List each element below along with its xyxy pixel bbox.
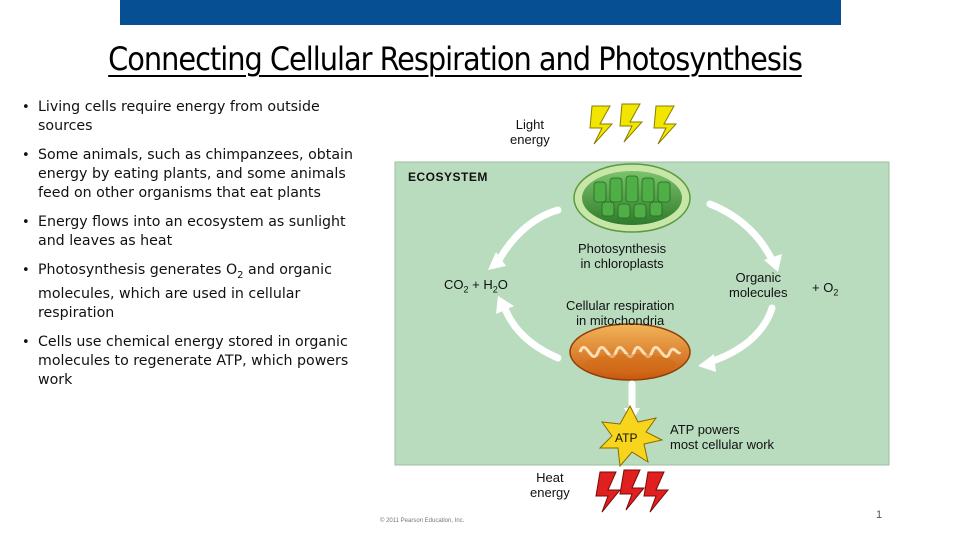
heat-bolt [644, 472, 668, 512]
page-number: 1 [876, 509, 882, 521]
light-bolt [620, 104, 642, 142]
light-energy-line: Light [516, 117, 544, 132]
h2o-text-end: O [498, 277, 508, 292]
organic-molecules-line: Organic [736, 270, 782, 285]
bullet-item: Cells use chemical energy stored in orga… [22, 333, 362, 390]
bullet-item: Some animals, such as chimpanzees, obtai… [22, 146, 362, 203]
heat-bolt [596, 472, 620, 512]
chloroplast-illustration [574, 164, 690, 232]
heat-energy-line: Heat [536, 470, 563, 485]
o2-text: + O [812, 280, 833, 295]
h2o-text: + H [469, 277, 493, 292]
bullet-item: Living cells require energy from outside… [22, 98, 362, 136]
bullet-list: Living cells require energy from outside… [22, 98, 362, 400]
light-bolts [590, 104, 676, 144]
light-bolt [654, 106, 676, 144]
slide-title: Connecting Cellular Respiration and Phot… [0, 40, 910, 78]
organic-molecules-line: molecules [729, 285, 788, 300]
bullet-item: Photosynthesis generates O2 and organic … [22, 261, 362, 323]
cellular-respiration-line: in mitochondria [576, 313, 664, 328]
o2-label: + O2 [812, 280, 838, 301]
cellular-respiration-line: Cellular respiration [566, 298, 674, 313]
copyright-credit: © 2011 Pearson Education, Inc. [380, 517, 465, 524]
light-energy-line: energy [510, 132, 550, 147]
photosynthesis-line: in chloroplasts [581, 256, 664, 271]
co2-h2o-label: CO2 + H2O [444, 277, 508, 298]
bullet-item: Energy flows into an ecosystem as sunlig… [22, 213, 362, 251]
ecosystem-label: ECOSYSTEM [408, 170, 488, 185]
o2-subscript: 2 [833, 288, 838, 298]
atp-powers-line: most cellular work [670, 437, 774, 452]
co2-text: CO [444, 277, 464, 292]
atp-label: ATP [615, 431, 637, 446]
atp-powers-line: ATP powers [670, 422, 740, 437]
photosynthesis-line: Photosynthesis [578, 241, 666, 256]
heat-bolt [620, 470, 644, 510]
light-bolt [590, 106, 612, 144]
heat-energy-line: energy [530, 485, 570, 500]
top-banner [120, 0, 841, 25]
mitochondrion-illustration [570, 324, 690, 380]
heat-bolts [596, 470, 668, 512]
bullet-text: Photosynthesis generates O [38, 262, 237, 278]
